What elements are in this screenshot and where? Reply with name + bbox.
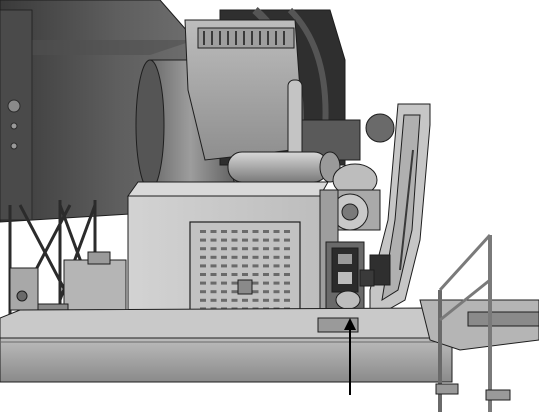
vent-slot <box>273 290 280 294</box>
vent-slot <box>284 273 290 276</box>
vent-slot <box>242 255 248 259</box>
vent-slot <box>231 298 238 302</box>
vent-slot <box>273 273 280 276</box>
vent-slot <box>210 238 217 242</box>
vent-slot <box>221 290 227 294</box>
vent-slot <box>252 273 259 276</box>
vent-slot <box>200 238 206 242</box>
vent-slot <box>200 273 206 276</box>
vent-slot <box>284 247 290 251</box>
vent-slot <box>273 247 280 251</box>
vent-slot <box>200 247 206 251</box>
vent-slot <box>273 230 280 233</box>
vent-slot <box>252 281 259 285</box>
vent-slot <box>210 247 217 251</box>
vent-slot <box>273 281 280 285</box>
vent-slot <box>273 298 280 302</box>
vent-grille <box>200 230 290 311</box>
vent-slot <box>242 247 248 251</box>
vent-slot <box>231 281 238 285</box>
vent-slot <box>210 281 217 285</box>
vent-slot <box>273 255 280 259</box>
vent-slot <box>210 264 217 268</box>
vent-slot <box>221 238 227 242</box>
vent-slot <box>200 298 206 302</box>
vent-slot <box>210 298 217 302</box>
vent-slot <box>252 255 259 259</box>
vent-slot <box>284 264 290 268</box>
vent-slot <box>221 264 227 268</box>
vent-slot <box>242 230 248 233</box>
vent-slot <box>252 238 259 242</box>
vent-slot <box>210 290 217 294</box>
vent-slot <box>210 230 217 233</box>
vent-slot <box>273 238 280 242</box>
vent-slot <box>221 273 227 276</box>
vent-slot <box>210 273 217 276</box>
cooling-fins <box>203 31 285 45</box>
vent-slot <box>263 264 269 268</box>
trailer-tongue <box>419 233 539 412</box>
vent-slot <box>284 238 290 242</box>
vent-slot <box>263 238 269 242</box>
vent-slot <box>200 230 206 233</box>
vent-slot <box>210 255 217 259</box>
vent-slot <box>252 298 259 302</box>
control-panel <box>325 241 375 313</box>
vent-slot <box>284 230 290 233</box>
vent-slot <box>200 281 206 285</box>
vent-slot <box>231 290 238 294</box>
vent-slot <box>231 273 238 276</box>
vent-slot <box>284 290 290 294</box>
muffler <box>227 151 341 183</box>
vent-slot <box>242 238 248 242</box>
vent-slot <box>263 255 269 259</box>
vent-slot <box>231 247 238 251</box>
vent-slot <box>273 264 280 268</box>
vent-slot <box>221 298 227 302</box>
vent-slot <box>284 281 290 285</box>
vent-slot <box>221 230 227 233</box>
vent-slot <box>252 230 259 233</box>
vent-slot <box>252 247 259 251</box>
vent-slot <box>221 247 227 251</box>
vent-slot <box>263 230 269 233</box>
vent-slot <box>263 281 269 285</box>
vent-slot <box>221 255 227 259</box>
vent-slot <box>200 255 206 259</box>
vent-slot <box>231 230 238 233</box>
vent-slot <box>252 264 259 268</box>
vent-slot <box>284 298 290 302</box>
vent-slot <box>252 290 259 294</box>
vent-slot <box>242 298 248 302</box>
conveyor-housing <box>369 103 431 321</box>
vent-slot <box>242 273 248 276</box>
vent-slot <box>200 290 206 294</box>
base-skid <box>0 307 453 383</box>
vent-slot <box>263 290 269 294</box>
vent-slot <box>231 264 238 268</box>
left-bracket-assembly <box>9 251 127 315</box>
vent-slot <box>263 273 269 276</box>
vent-slot <box>231 255 238 259</box>
vent-slot <box>221 281 227 285</box>
vent-slot <box>263 247 269 251</box>
vent-slot <box>231 238 238 242</box>
vent-slot <box>263 298 269 302</box>
callout-arrow <box>344 318 356 395</box>
vent-slot <box>284 255 290 259</box>
vent-slot <box>200 264 206 268</box>
vent-slot <box>242 264 248 268</box>
